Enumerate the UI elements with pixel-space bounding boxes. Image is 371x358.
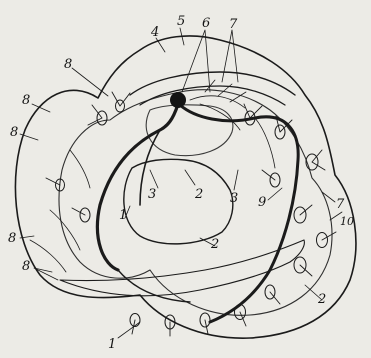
label-10: 10: [340, 215, 354, 228]
label-9: 9: [258, 195, 266, 210]
label-5: 5: [177, 14, 185, 29]
label-7-top: 7: [229, 17, 238, 32]
label-1-cavity: 1: [119, 208, 127, 223]
label-8-left-2: 8: [10, 125, 18, 140]
label-7-right: 7: [336, 197, 345, 212]
label-2-left: 2: [194, 187, 203, 202]
label-2-lower-right: 2: [317, 292, 326, 307]
label-4: 4: [150, 25, 159, 40]
label-6: 6: [202, 16, 210, 31]
label-8-left-1: 8: [22, 93, 30, 108]
label-8-left-4: 8: [22, 259, 30, 274]
label-1-lower: 1: [108, 337, 116, 352]
label-8-top: 8: [64, 57, 72, 72]
ganglion-node: [170, 92, 186, 108]
label-2-center: 2: [210, 237, 219, 252]
label-8-left-3: 8: [8, 231, 16, 246]
label-3-left: 3: [148, 187, 156, 202]
label-3-right: 3: [230, 191, 238, 206]
